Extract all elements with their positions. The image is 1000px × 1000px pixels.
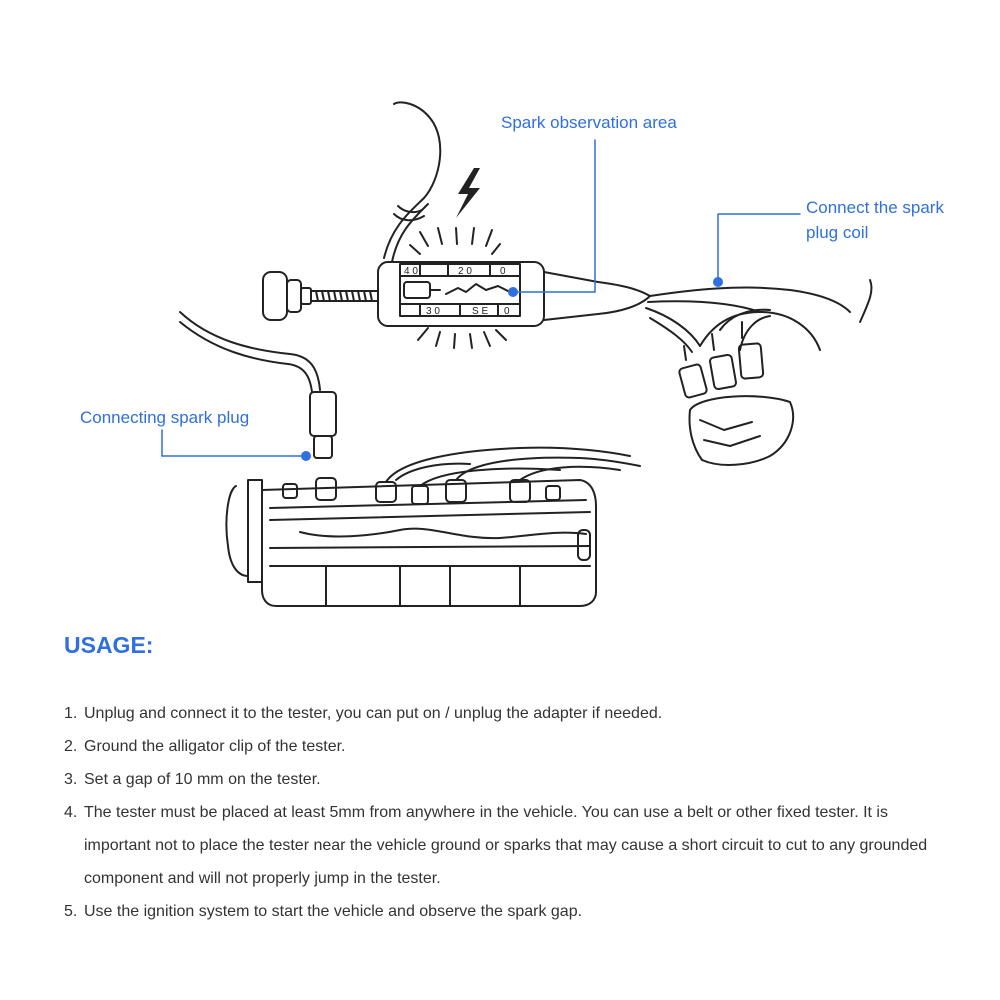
step-text: Set a gap of 10 mm on the tester. (84, 771, 321, 788)
usage-title: USAGE: (64, 632, 154, 658)
step-number: 2. (64, 738, 78, 755)
spark-plug-lead-wire (179, 311, 337, 459)
usage-step: 5. Use the ignition system to start the … (64, 895, 944, 928)
usage-steps: 1. Unplug and connect it to the tester, … (64, 697, 944, 928)
step-number: 4. (64, 804, 78, 821)
ignition-coil-pack (678, 321, 795, 466)
scale-label: S E (472, 306, 488, 317)
usage-step: 1. Unplug and connect it to the tester, … (64, 697, 944, 730)
ground-lead-wire (383, 101, 442, 263)
callout-connecting-spark-plug: Connecting spark plug (80, 408, 250, 427)
callout-line: Connect the spark (806, 198, 944, 217)
step-text: Ground the alligator clip of the tester. (84, 738, 346, 755)
callout-line: plug coil (806, 223, 869, 242)
callout-leaders (161, 139, 801, 461)
scale-label: 0 (504, 306, 510, 317)
engine-block (225, 446, 641, 607)
coil-lead-wires (645, 279, 873, 353)
usage-step: 4. The tester must be placed at least 5m… (64, 796, 944, 895)
scale-labels: 4 0 2 0 0 3 0 S E 0 (404, 266, 510, 317)
scale-label: 0 (500, 266, 506, 277)
callout-connect-spark-plug-coil: Connect the spark plug coil (806, 195, 944, 245)
usage-step: 2. Ground the alligator clip of the test… (64, 730, 944, 763)
step-text: Unplug and connect it to the tester, you… (84, 705, 663, 722)
step-number: 5. (64, 903, 78, 920)
scale-label: 3 0 (426, 306, 440, 317)
scale-label: 2 0 (458, 266, 472, 277)
ignition-tester-diagram: 4 0 2 0 0 3 0 S E 0 (161, 101, 873, 607)
step-number: 1. (64, 705, 78, 722)
adjustment-knob (262, 271, 312, 321)
spark-rays (409, 227, 507, 349)
step-text: Use the ignition system to start the veh… (84, 903, 583, 920)
step-text: The tester must be placed at least 5mm f… (84, 804, 928, 887)
threaded-rod (310, 290, 379, 302)
step-number: 3. (64, 771, 78, 788)
lightning-bolt-icon (456, 168, 480, 218)
scale-label: 4 0 (404, 266, 418, 277)
usage-step: 3. Set a gap of 10 mm on the tester. (64, 763, 944, 796)
spark-tester-body (377, 261, 651, 327)
callout-spark-observation-area: Spark observation area (501, 113, 677, 132)
